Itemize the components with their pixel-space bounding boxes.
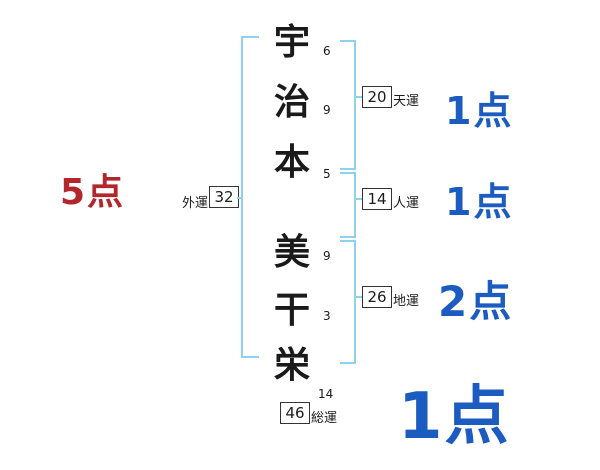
stroke-count-5: 3 (323, 309, 331, 323)
name-char-6: 栄 (273, 345, 310, 386)
chiun-bracket (340, 240, 356, 364)
jinun-bracket (340, 172, 356, 238)
name-char-5: 干 (273, 290, 310, 331)
name-char-4: 美 (273, 232, 310, 273)
jinun-value-box: 14 (362, 188, 392, 210)
chiun-value-box: 26 (362, 286, 392, 308)
soun-label: 総運 (311, 411, 338, 426)
gaiun-label: 外運 (182, 196, 209, 211)
stroke-count-2: 9 (323, 103, 331, 117)
name-char-2: 治 (273, 82, 310, 123)
stroke-count-6: 14 (318, 387, 334, 401)
soun-value-box: 46 (280, 402, 310, 424)
stroke-count-1: 6 (323, 44, 331, 58)
jinun-label: 人運 (393, 196, 420, 211)
stroke-count-3: 5 (323, 167, 331, 181)
jinun-bracket-tick (354, 198, 362, 200)
stroke-count-4: 9 (323, 249, 331, 263)
tenun-bracket-tick (354, 96, 362, 98)
gaiun-bracket-tick (237, 197, 243, 199)
tenun-label: 天運 (393, 94, 420, 109)
gaiun-value-box: 32 (209, 186, 239, 208)
tenun-value-box: 20 (362, 86, 392, 108)
name-char-3: 本 (273, 142, 310, 183)
tenun-bracket (340, 40, 356, 170)
chiun-label: 地運 (393, 294, 420, 309)
chiun-score: 2点 (438, 277, 514, 326)
chiun-bracket-tick (354, 296, 362, 298)
name-char-1: 宇 (273, 22, 310, 63)
gaiun-score: 5点 (60, 172, 126, 213)
gaiun-bracket (241, 36, 259, 358)
jinun-score: 1点 (445, 180, 514, 224)
tenun-score: 1点 (445, 89, 514, 133)
soun-score: 1点 (398, 380, 511, 454)
